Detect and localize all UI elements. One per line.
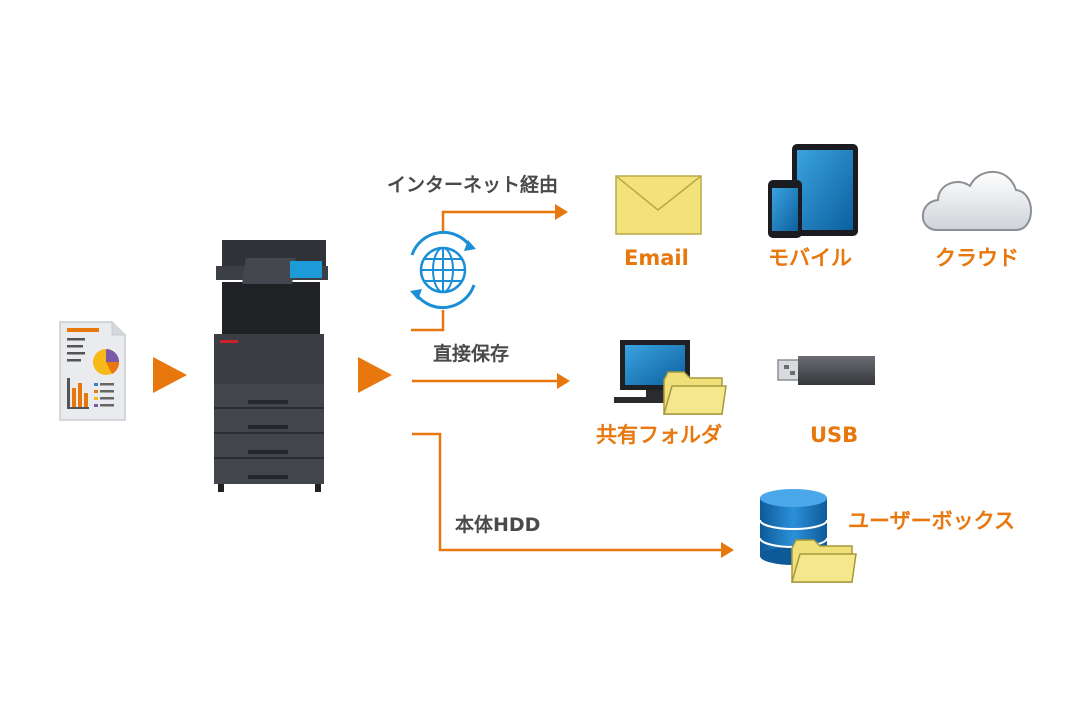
route-lines bbox=[411, 210, 723, 552]
destination-label-email: Email bbox=[624, 246, 689, 270]
destination-label-mobile: モバイル bbox=[768, 246, 852, 270]
envelope-icon bbox=[615, 175, 702, 235]
route-label-hdd: 本体HDD bbox=[455, 514, 541, 536]
flow-arrow-1 bbox=[153, 357, 187, 393]
destination-label-usb: USB bbox=[810, 423, 859, 447]
multifunction-printer-icon bbox=[214, 240, 328, 492]
arrowhead-direct bbox=[557, 373, 570, 389]
globe-icon bbox=[406, 230, 480, 310]
cloud-icon bbox=[922, 171, 1032, 231]
computer-folder-icon bbox=[614, 340, 727, 415]
destination-label-shared-folder: 共有フォルダ bbox=[596, 423, 722, 447]
mobile-devices-icon bbox=[768, 144, 858, 238]
destination-label-cloud: クラウド bbox=[935, 246, 1019, 270]
arrowhead-internet bbox=[555, 204, 568, 220]
route-label-direct: 直接保存 bbox=[433, 343, 510, 365]
usb-drive-icon bbox=[777, 356, 875, 385]
destination-label-user-box: ユーザーボックス bbox=[848, 509, 1015, 533]
database-folder-icon bbox=[759, 489, 857, 583]
flow-arrow-2 bbox=[358, 357, 392, 393]
arrowhead-hdd bbox=[721, 542, 734, 558]
route-label-internet: インターネット経由 bbox=[387, 174, 559, 196]
document-chart-icon bbox=[59, 321, 126, 421]
